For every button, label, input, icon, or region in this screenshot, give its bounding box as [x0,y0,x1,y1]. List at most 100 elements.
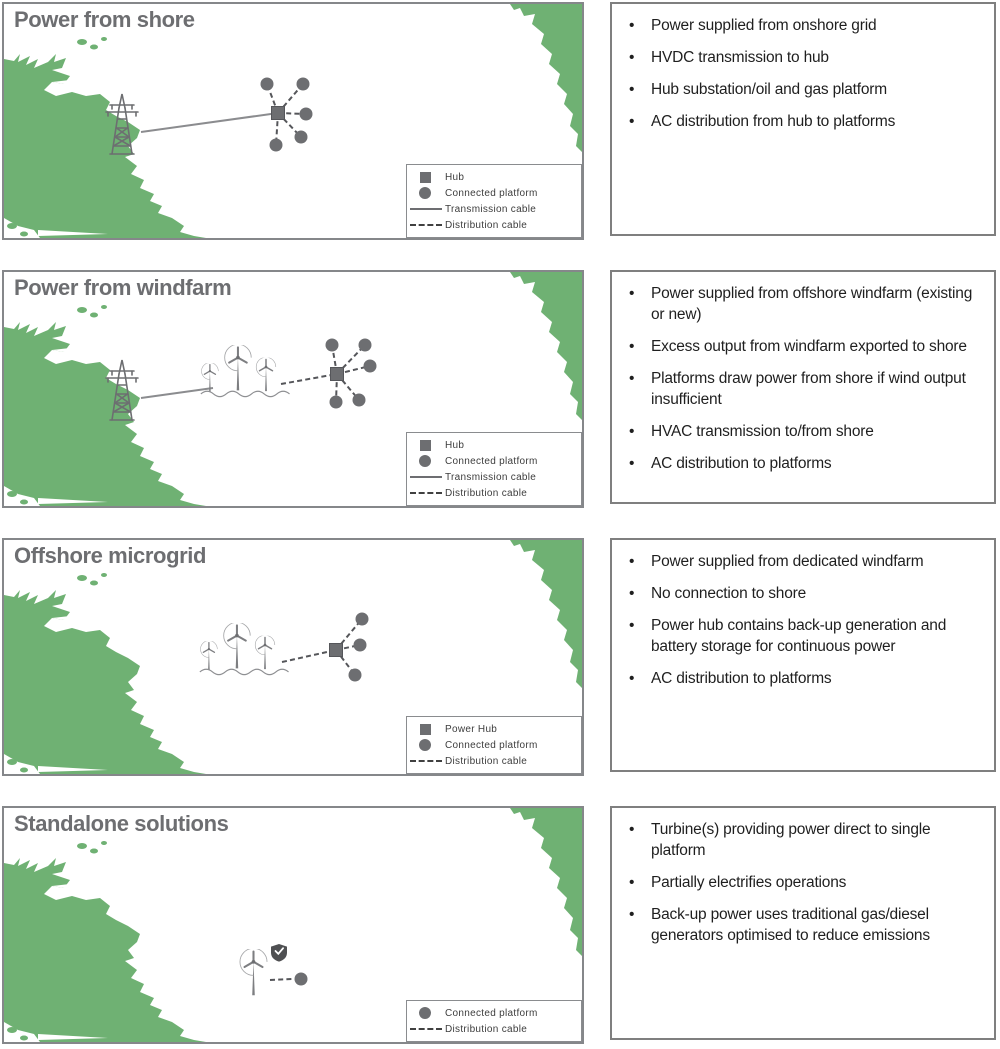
bullet-dot: • [629,370,635,387]
platform-marker [363,359,377,373]
bullet-item: •HVDC transmission to hub [626,47,984,68]
bullet-item: • Back-up power uses traditional gas/dies… [626,904,984,946]
legend-item: Power Hub [409,721,579,737]
legend-swatch [409,208,445,210]
bullet-dot: • [629,874,635,891]
legend-swatch [409,476,445,478]
platform-circle-icon [419,739,431,751]
map-canvas [4,808,582,1042]
windfarm-icon [200,622,289,674]
bullet-item: •Partially electrifies operations [626,872,984,893]
bullet-dot: • [629,81,635,98]
distribution-line-icon [410,1028,442,1030]
legend-swatch [409,1007,445,1019]
distribution-cable [336,344,366,375]
hub-marker [330,367,344,381]
legend-swatch [409,439,445,451]
bullet-item: • HVAC transmission to/from shore [626,421,984,442]
legend-label: Distribution cable [445,487,528,499]
bullet-text: HVAC transmission to/from shore [651,423,874,440]
map-title: Power from shore [14,7,195,32]
legend-swatch [409,455,445,467]
map-title: Offshore microgrid [14,543,207,568]
platform-marker [325,338,339,352]
platform-marker [269,138,283,152]
platform-marker [358,338,372,352]
bullet-text: AC distribution from hub to platforms [651,113,896,130]
map-canvas [4,540,582,774]
transmission-line-icon [410,208,442,210]
bullet-text: Hub substation/oil and gas platform [651,81,887,98]
legend-label: Distribution cable [445,755,528,767]
bullet-dot: • [629,113,635,130]
platform-marker [299,107,313,121]
legend-swatch [409,1028,445,1030]
distribution-line-icon [410,492,442,494]
bullet-dot: • [629,906,635,923]
bullet-item: •AC distribution to platforms [626,668,984,689]
legend-swatch [409,224,445,226]
legend-item: Hub [409,169,579,185]
map-title: Power from windfarm [14,275,232,300]
bullet-item: •Power hub contains back-up generation a… [626,615,984,657]
legend-label: Connected platform [445,455,538,467]
distribution-line-icon [410,224,442,226]
legend-item: Distribution cable [409,1021,579,1037]
legend-item: Connected platform [409,737,579,753]
platform-marker [352,393,366,407]
hub-marker [271,106,285,120]
legend-item: Hub [409,437,579,453]
legend-label: Hub [445,171,465,183]
map-canvas [4,272,582,506]
legend-label: Connected platform [445,187,538,199]
bullet-text: Turbine(s) providing power direct to sin… [651,821,931,859]
bullet-item: •Power supplied from dedicated windfarm [626,551,984,572]
bullet-dot: • [629,585,635,602]
windfarm-icon [201,344,290,396]
bullet-dot: • [629,423,635,440]
legend-item: Distribution cable [409,753,579,769]
legend-item: Connected platform [409,453,579,469]
platform-marker [294,972,308,986]
bullet-text: Power supplied from onshore grid [651,17,877,34]
legend-label: Transmission cable [445,203,537,215]
legend-label: Distribution cable [445,1023,528,1035]
bullet-item: • No connection to shore [626,583,984,604]
bullet-item: •Platforms draw power from shore if wind… [626,368,984,410]
bullet-text: Back-up power uses traditional gas/diese… [651,906,930,944]
hub-square-icon [420,723,431,735]
distribution-cable [269,978,293,981]
legend-label: Transmission cable [445,471,537,483]
bullet-text: AC distribution to platforms [651,455,832,472]
bullet-text: Power hub contains back-up generation an… [651,617,947,655]
bullet-dot: • [629,17,635,34]
bullet-item: •Power supplied from offshore windfarm (… [626,283,984,325]
platform-marker [294,130,308,144]
legend-swatch [409,187,445,199]
legend-item: Distribution cable [409,485,579,501]
platform-marker [296,77,310,91]
transmission-line-icon [410,476,442,478]
bullet-text: No connection to shore [651,585,807,602]
platform-marker [348,668,362,682]
platform-circle-icon [419,1007,431,1019]
distribution-cable [280,373,338,385]
legend-swatch [409,760,445,762]
platform-marker [353,638,367,652]
legend-item: Distribution cable [409,217,579,233]
legend-swatch [409,739,445,751]
legend-label: Connected platform [445,1007,538,1019]
bullet-dot: • [629,49,635,66]
bullet-dot: • [629,821,635,838]
bullet-dot: • [629,285,635,302]
